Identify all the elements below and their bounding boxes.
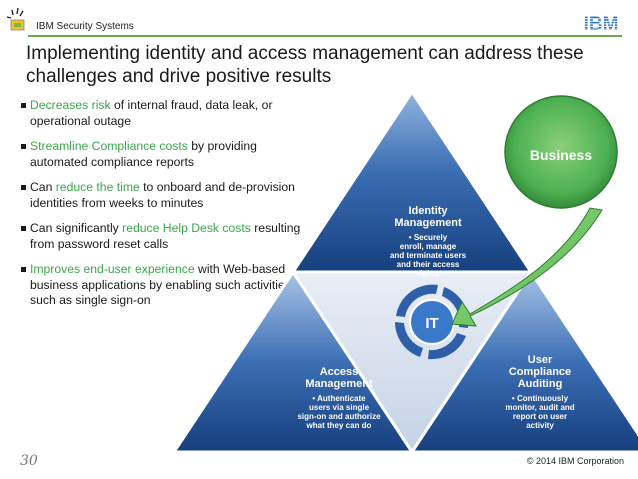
page-title: Implementing identity and access managem… <box>26 43 584 87</box>
bullet-text: of internal fraud, data leak, or operati… <box>30 98 273 128</box>
business-label: Business <box>530 147 592 163</box>
bullet-item: Can significantly reduce Help Desk costs… <box>21 221 311 252</box>
it-label: IT <box>425 315 438 332</box>
user-desc-line: monitor, audit and <box>505 403 574 412</box>
bullet-square-icon <box>21 226 26 231</box>
identity-desc-line: enroll, manage <box>400 242 457 251</box>
bullet-text: by providing automated compliance report… <box>30 139 257 169</box>
bullet-item: Can reduce the time to onboard and de-pr… <box>21 180 311 211</box>
copyright: © 2014 IBM Corporation <box>526 456 624 466</box>
ibm-security-icon <box>6 8 25 31</box>
user-desc-line: • Continuously <box>512 394 569 403</box>
bullet-prefix: Can significantly <box>30 221 123 235</box>
identity-title-line1: Identity <box>408 205 448 217</box>
brand-label: IBM Security Systems <box>36 21 134 32</box>
bullet-highlight: Decreases risk <box>30 98 111 112</box>
bullet-item: Decreases risk of internal fraud, data l… <box>21 98 311 129</box>
access-desc-line: sign-on and authorize <box>297 412 381 421</box>
bullet-square-icon <box>21 185 26 190</box>
access-desc-line: users via single <box>309 403 370 412</box>
identity-management-segment <box>290 89 534 274</box>
user-title-line3: Auditing <box>518 378 563 390</box>
access-title-line2: Management <box>305 378 373 390</box>
bullet-highlight: reduce Help Desk costs <box>122 221 251 235</box>
page-number: 30 <box>20 453 38 469</box>
access-desc-line: what they can do <box>306 421 372 430</box>
bullet-text: to onboard and de-provision identities f… <box>30 180 295 210</box>
access-title-line1: Access <box>320 366 359 378</box>
bullet-square-icon <box>21 103 26 108</box>
it-cycle-arrows: IT <box>395 284 469 360</box>
identity-desc-line: and their access <box>397 260 460 269</box>
svg-text:IBM: IBM <box>584 14 619 32</box>
access-management-segment <box>171 269 415 454</box>
bullet-square-icon <box>21 267 26 272</box>
identity-desc-line: rights <box>417 269 440 278</box>
bullet-square-icon <box>21 144 26 149</box>
identity-desc-line: • Securely <box>409 233 448 242</box>
bullet-prefix: Can <box>30 180 56 194</box>
ibm-logo: IBM <box>584 14 619 32</box>
bullet-text: resulting from password reset calls <box>30 221 301 251</box>
bullet-highlight: Improves end-user experience <box>30 262 195 276</box>
access-desc-line: • Authenticate <box>312 394 366 403</box>
user-desc-line: report on user <box>513 412 567 421</box>
title-divider <box>28 35 622 37</box>
user-compliance-auditing-segment <box>409 269 638 454</box>
user-title-line1: User <box>528 354 553 366</box>
bullet-item: Improves end-user experience with Web-ba… <box>21 262 311 309</box>
bullet-highlight: reduce the time <box>55 180 140 194</box>
bullet-highlight: Streamline Compliance costs <box>30 139 188 153</box>
business-circle <box>504 95 618 209</box>
identity-desc-line: and terminate users <box>390 251 467 260</box>
bullet-item: Streamline Compliance costs by providing… <box>21 139 311 170</box>
user-title-line2: Compliance <box>509 366 571 378</box>
header-bar: IBM Security Systems IBM <box>0 0 638 40</box>
user-desc-line: activity <box>526 421 554 430</box>
bullet-text: with Web-based business applications by … <box>30 262 291 307</box>
identity-title-line2: Management <box>394 217 462 229</box>
business-arrow <box>451 207 603 327</box>
bullet-list: Decreases risk of internal fraud, data l… <box>21 98 311 319</box>
